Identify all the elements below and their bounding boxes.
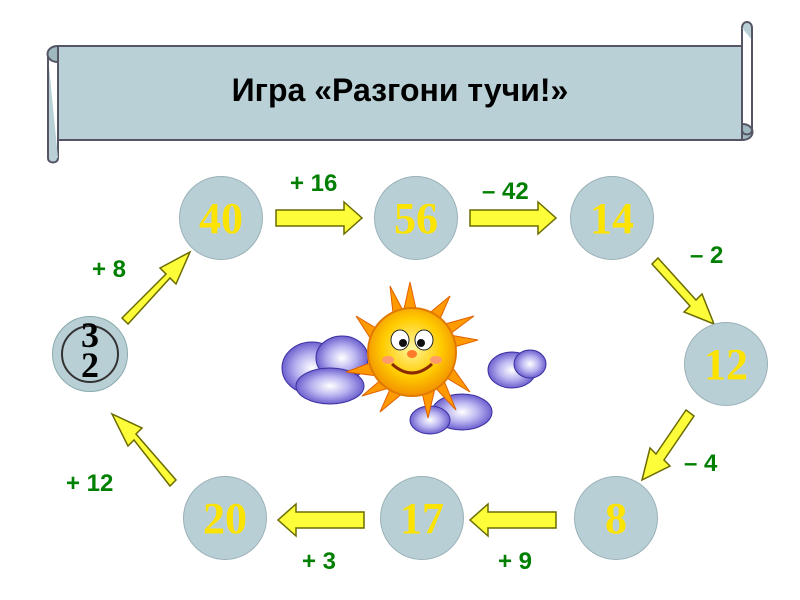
- start-inner-ring: [61, 325, 119, 383]
- operation-minus-4: – 4: [684, 450, 718, 477]
- number-circle-20: 20: [183, 476, 267, 560]
- arrow-14-to-12: [650, 256, 716, 326]
- number-circle-12: 12: [684, 322, 768, 406]
- arrow-20-to-start: [110, 412, 178, 488]
- operation-minus-2: – 2: [690, 242, 724, 269]
- start-circle: [52, 316, 128, 392]
- operation-plus-8: + 8: [92, 256, 127, 283]
- sun-icon: [345, 281, 479, 419]
- operation-plus-16: + 16: [290, 170, 338, 197]
- arrow-56-to-14: [469, 200, 558, 236]
- game-title: Игра «Разгони тучи!»: [231, 72, 569, 108]
- arrow-40-to-56: [275, 200, 364, 236]
- title-scroll-banner: [46, 21, 754, 164]
- number-circle-8: 8: [574, 476, 658, 560]
- start-value: 32: [81, 315, 99, 385]
- number-circle-40: 40: [179, 176, 263, 260]
- arrow-12-to-8: [640, 408, 696, 482]
- operation-plus-12: + 12: [66, 470, 114, 497]
- arrow-start-to-40: [120, 250, 192, 326]
- arrow-8-to-17: [468, 502, 557, 538]
- number-circle-56: 56: [374, 176, 458, 260]
- operation-plus-3: + 3: [302, 548, 337, 575]
- flow-arrows: [110, 200, 716, 538]
- number-circle-14: 14: [570, 176, 654, 260]
- operation-minus-42: – 42: [482, 178, 529, 205]
- sun-clouds-illustration: [281, 281, 547, 435]
- arrow-17-to-20: [276, 502, 365, 538]
- operation-plus-9: + 9: [498, 548, 533, 575]
- number-circle-17: 17: [380, 476, 464, 560]
